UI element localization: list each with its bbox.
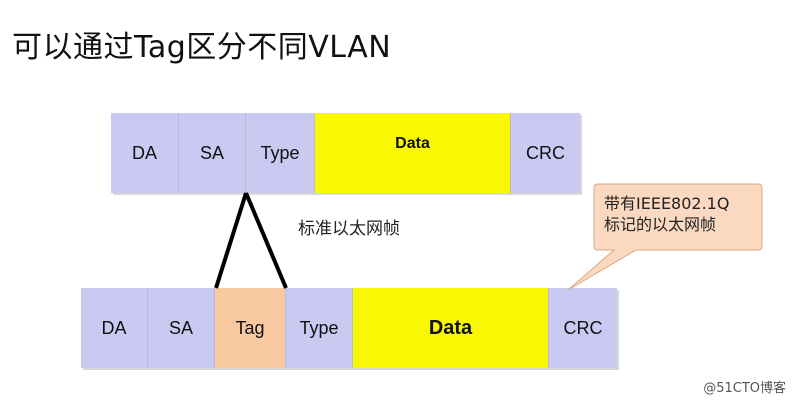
standard-ethernet-frame: DA SA Type Data CRC (111, 113, 580, 193)
tag-insert-line-left (214, 192, 248, 289)
field-tag: Tag (215, 288, 286, 368)
field-crc: CRC (549, 288, 617, 368)
field-crc: CRC (511, 113, 580, 193)
tagged-ethernet-frame: DA SA Tag Type Data CRC (81, 288, 617, 368)
field-data: Data (353, 288, 549, 368)
callout-bubble (567, 183, 763, 291)
field-type: Type (286, 288, 353, 368)
callout-line-1: 带有IEEE802.1Q (604, 194, 730, 213)
watermark: @51CTO博客 (703, 381, 786, 396)
field-type: Type (246, 113, 315, 193)
field-sa: SA (148, 288, 215, 368)
field-da: DA (81, 288, 148, 368)
callout-line-2: 标记的以太网帧 (604, 215, 717, 234)
tag-insert-line-right (244, 192, 288, 289)
standard-frame-caption: 标准以太网帧 (298, 219, 400, 239)
field-sa: SA (179, 113, 246, 193)
field-data: Data (315, 113, 511, 193)
field-da: DA (111, 113, 179, 193)
page-title: 可以通过Tag区分不同VLAN (12, 30, 392, 65)
callout-text: 带有IEEE802.1Q 标记的以太网帧 (604, 193, 754, 235)
